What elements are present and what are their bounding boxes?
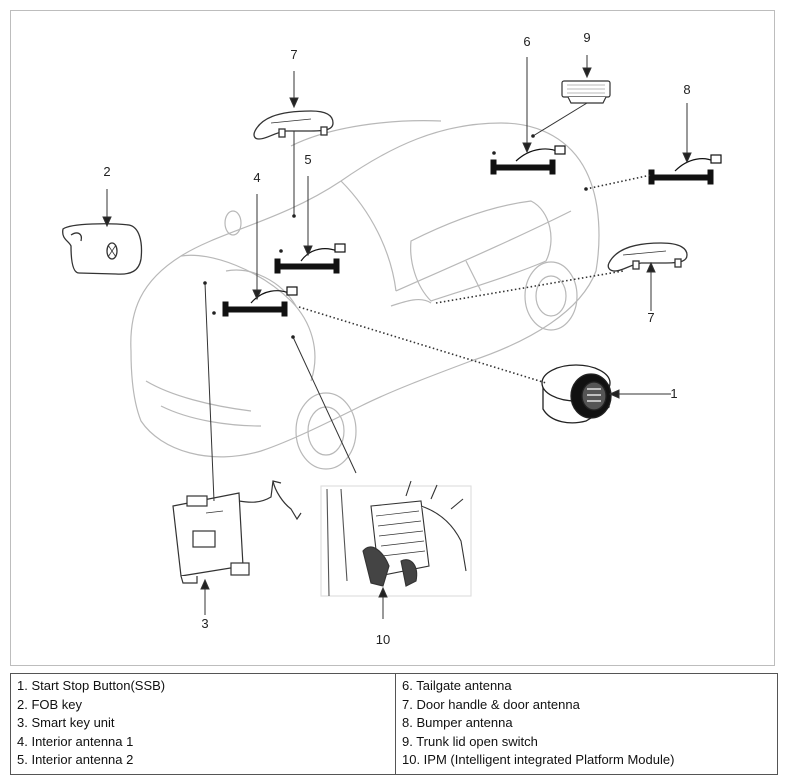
legend-table: 1. Start Stop Button(SSB) 2. FOB key 3. … xyxy=(10,673,778,775)
legend-item: 5. Interior antenna 2 xyxy=(17,752,134,768)
legend-item: 3. Smart key unit xyxy=(17,715,115,731)
legend-item: 6. Tailgate antenna xyxy=(402,678,512,693)
harness-lines xyxy=(298,174,652,384)
legend-left-column: 1. Start Stop Button(SSB) 2. FOB key 3. … xyxy=(10,673,396,775)
interior-antenna-2-bar xyxy=(276,263,340,270)
door-handle-rear xyxy=(607,242,688,272)
legend-item: 8. Bumper antenna xyxy=(402,715,513,731)
antenna-shapes xyxy=(222,145,722,317)
tailgate-antenna-bar xyxy=(492,164,556,171)
component-location-diagram: 1 2 3 4 5 6 7 7 8 9 10 xyxy=(10,10,775,666)
callout-8: 8 xyxy=(683,82,691,97)
car-outline xyxy=(130,120,600,470)
callout-4: 4 xyxy=(253,170,261,185)
legend-item: 7. Door handle & door antenna xyxy=(402,696,580,712)
callout-7-rear: 7 xyxy=(647,310,655,325)
callout-6: 6 xyxy=(523,34,531,49)
legend-item: 1. Start Stop Button(SSB) xyxy=(17,678,166,693)
ipm-module xyxy=(320,480,472,597)
callout-1: 1 xyxy=(670,386,678,401)
callout-10: 10 xyxy=(375,632,391,647)
fob-key xyxy=(62,223,143,275)
start-stop-button xyxy=(541,364,612,424)
interior-antenna-1-bar xyxy=(224,306,288,313)
legend-item: 4. Interior antenna 1 xyxy=(17,733,134,749)
bumper-antenna-bar xyxy=(650,174,714,181)
legend-item: 9. Trunk lid open switch xyxy=(402,733,538,749)
diagram-canvas xyxy=(62,55,722,619)
door-handle-front xyxy=(253,110,334,140)
legend-item: 10. IPM (Intelligent integrated Platform… xyxy=(402,752,675,768)
callout-9: 9 xyxy=(583,30,591,45)
leader-lines xyxy=(102,55,692,619)
legend-item: 2. FOB key xyxy=(17,696,83,712)
smart-key-unit xyxy=(172,480,302,584)
callout-5: 5 xyxy=(304,152,312,167)
callout-7-front: 7 xyxy=(290,47,298,62)
callout-3: 3 xyxy=(201,616,209,631)
connection-dots xyxy=(203,134,588,339)
callout-2: 2 xyxy=(103,164,111,179)
trunk-lid-switch xyxy=(561,80,611,104)
legend-right-column: 6. Tailgate antenna 7. Door handle & doo… xyxy=(395,673,778,775)
